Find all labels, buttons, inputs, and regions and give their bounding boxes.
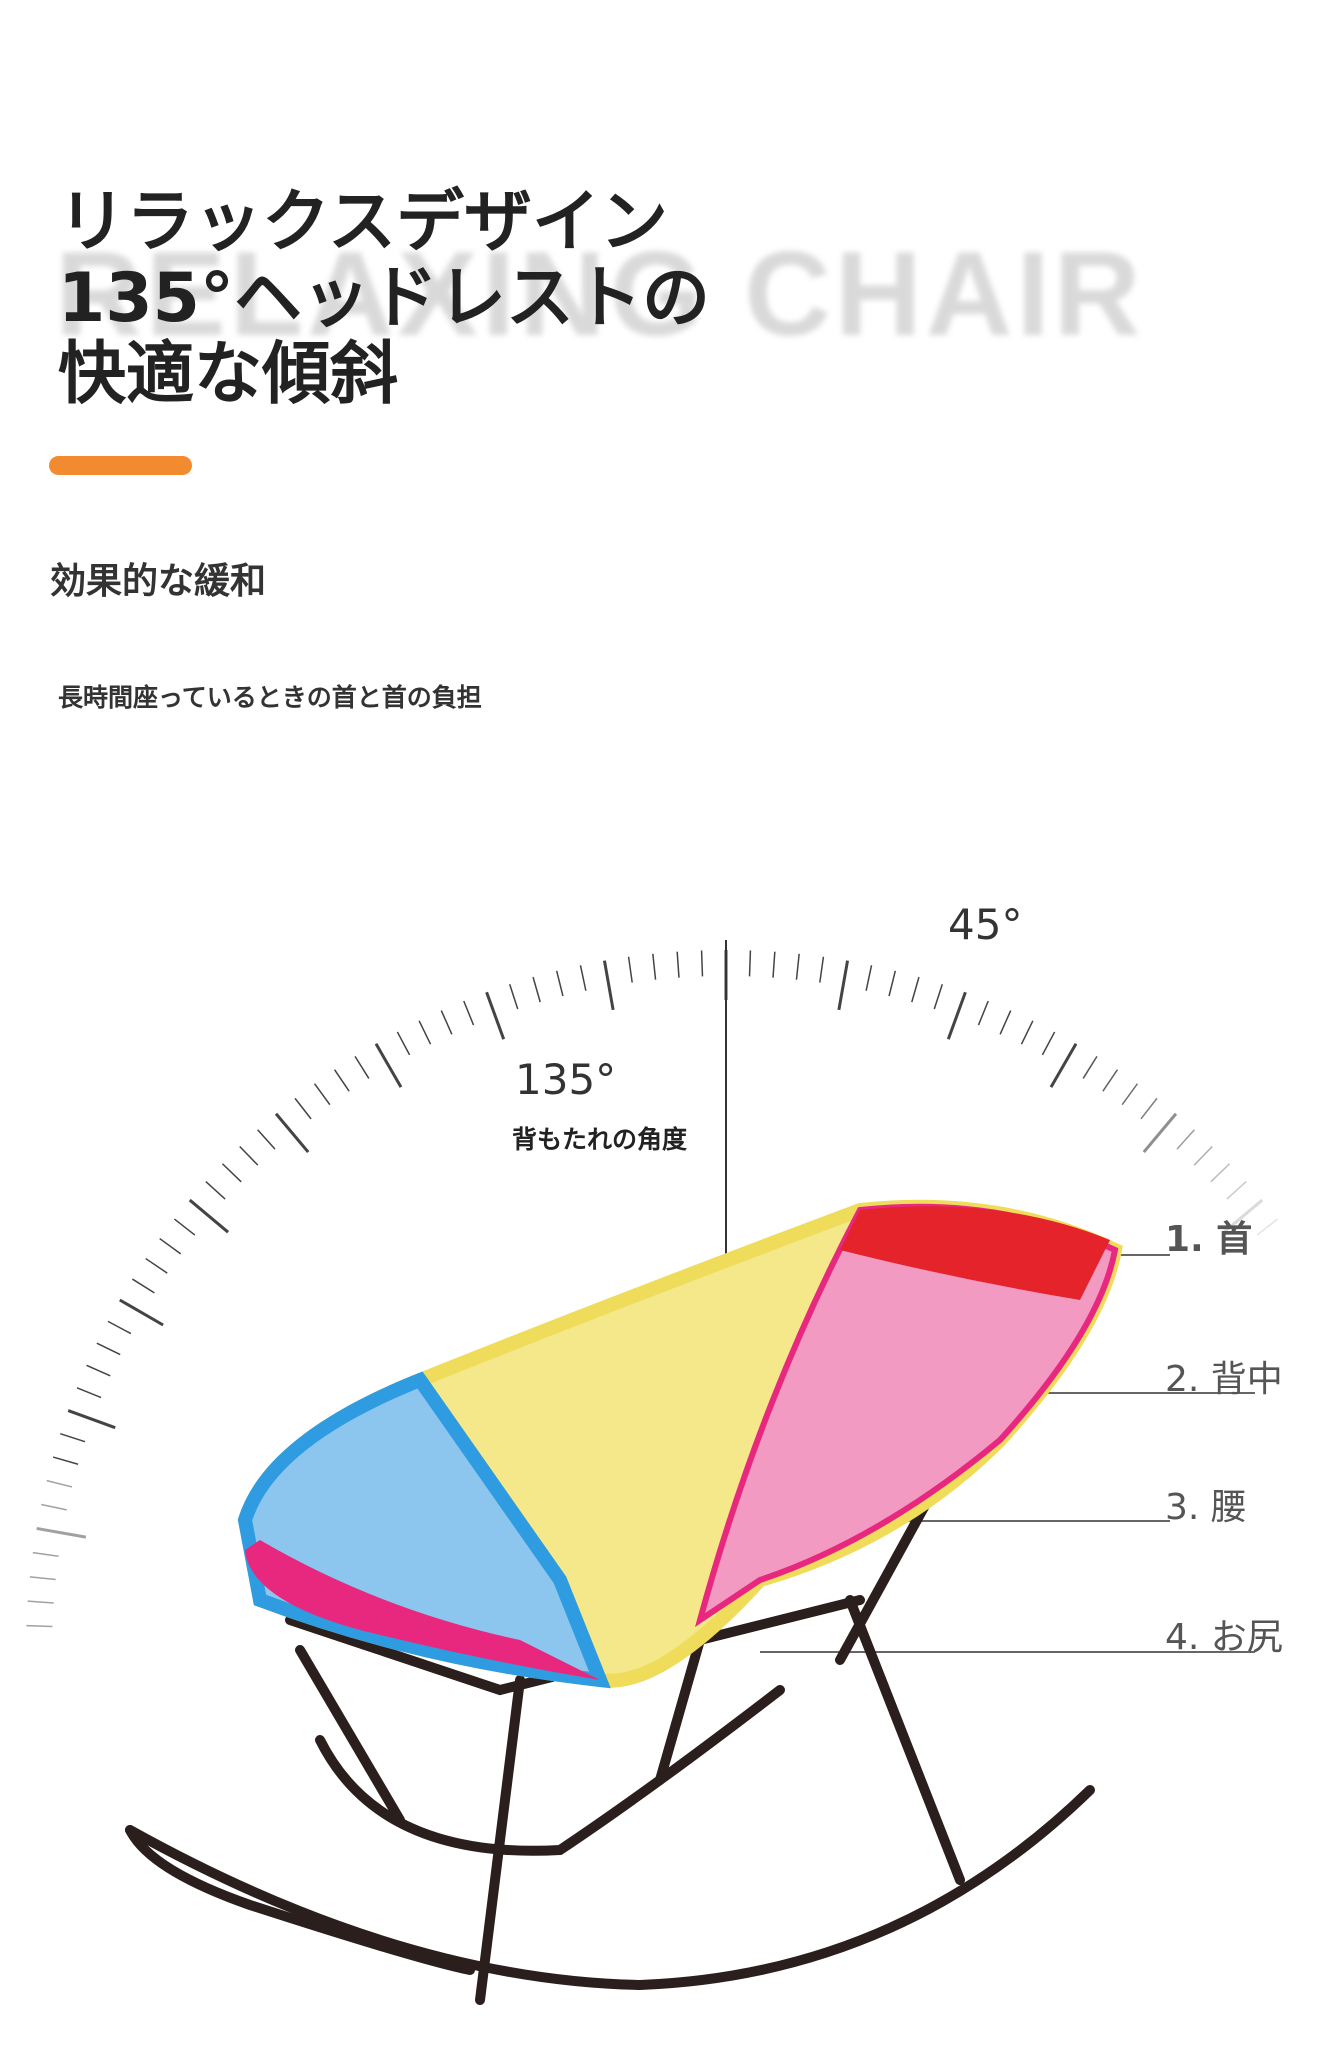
gauge-tick <box>67 1409 116 1430</box>
part-label-waist: 3. 腰 <box>1165 1487 1247 1528</box>
gauge-tick <box>946 991 967 1040</box>
gauge-tick <box>188 1198 230 1234</box>
gauge-tick <box>532 976 541 1003</box>
description: 長時間座っているときの首と首の負担 <box>58 683 482 712</box>
part-label-hips: 4. お尻 <box>1165 1617 1283 1658</box>
title-line-1: リラックスデザイン <box>58 183 668 262</box>
gauge-tick <box>46 1479 73 1488</box>
gauge-tick <box>555 970 564 997</box>
gauge-tick <box>76 1387 102 1399</box>
gauge-tick <box>96 1342 121 1356</box>
gauge-tick <box>837 960 850 1011</box>
gauge-tick <box>627 956 633 983</box>
title-line-2: 135°ヘッドレストの <box>58 259 710 338</box>
gauge-tick <box>27 1600 54 1604</box>
gauge-tick <box>1226 1181 1247 1200</box>
background-watermark-text: RELAXING CHAIR <box>55 227 1145 361</box>
gauge-tick <box>294 1097 312 1120</box>
gauge-tick <box>888 970 897 997</box>
rocking-chair-image <box>125 1199 1123 2005</box>
gauge-tick <box>26 1624 53 1628</box>
backrest-angle-caption: 背もたれの角度 <box>512 1125 688 1154</box>
gauge-tick <box>602 960 615 1011</box>
gauge-tick <box>29 1576 56 1581</box>
gauge-tick <box>119 1298 164 1327</box>
gauge-tick <box>145 1257 168 1274</box>
gauge-tick <box>1020 1020 1034 1045</box>
gauge-ticks <box>26 950 1279 1628</box>
gauge-tick <box>1140 1097 1158 1120</box>
gauge-tick <box>652 953 657 980</box>
gauge-tick <box>86 1364 111 1377</box>
gauge-tick <box>748 950 752 977</box>
gauge-tick <box>933 984 944 1010</box>
gauge-tick <box>999 1010 1012 1035</box>
gauge-tick <box>911 976 920 1003</box>
part-label-back: 2. 背中 <box>1165 1359 1283 1400</box>
gauge-tick <box>440 1010 453 1035</box>
gauge-tick <box>333 1069 350 1092</box>
gauge-tick <box>52 1456 79 1465</box>
gauge-tick <box>60 1432 86 1443</box>
gauge-tick <box>819 956 825 983</box>
gauge-tick <box>313 1083 331 1106</box>
gauge-tick <box>107 1320 132 1335</box>
gauge-tick <box>374 1043 403 1088</box>
gauge-tick <box>274 1112 310 1154</box>
gauge-tick <box>865 965 873 991</box>
title-line-3: 快適な傾斜 <box>58 335 399 414</box>
gauge-tick <box>508 984 519 1010</box>
gauge-tick <box>579 965 587 991</box>
part-label-neck: 1. 首 <box>1165 1219 1253 1260</box>
page-title: リラックスデザイン 135°ヘッドレストの 快適な傾斜 <box>58 185 710 413</box>
gauge-tick <box>1176 1129 1195 1150</box>
gauge-tick <box>354 1055 370 1079</box>
gauge-tick <box>485 991 506 1040</box>
gauge-tick <box>1222 1198 1264 1234</box>
gauge-tick <box>36 1526 87 1539</box>
gauge-tick <box>700 950 704 977</box>
accent-bar <box>49 456 192 475</box>
gauge-tick <box>1121 1083 1139 1106</box>
gauge-tick <box>977 1000 989 1026</box>
gauge-tick <box>1142 1112 1178 1154</box>
gauge-tick <box>159 1237 182 1255</box>
angle-label-45: 45° <box>948 900 1023 949</box>
gauge-tick <box>396 1031 411 1056</box>
gauge-tick <box>1210 1163 1231 1183</box>
gauge-tick <box>205 1181 226 1200</box>
gauge-tick <box>1256 1218 1279 1236</box>
gauge-tick <box>239 1145 259 1166</box>
gauge-tick <box>676 951 680 978</box>
gauge-tick <box>173 1218 196 1236</box>
angle-label-135: 135° <box>515 1055 617 1104</box>
gauge-tick <box>795 953 800 980</box>
gauge-tick <box>1193 1145 1213 1166</box>
gauge-tick <box>1041 1031 1056 1056</box>
subheading: 効果的な緩和 <box>50 561 267 602</box>
gauge-tick <box>1082 1055 1098 1079</box>
gauge-tick <box>418 1020 432 1045</box>
gauge-tick <box>131 1278 155 1294</box>
gauge-tick <box>221 1163 242 1183</box>
gauge-tick <box>772 951 776 978</box>
gauge-tick <box>41 1503 67 1511</box>
gauge-tick <box>257 1129 276 1150</box>
gauge-tick <box>1102 1069 1119 1092</box>
gauge-tick <box>1049 1043 1078 1088</box>
gauge-tick <box>32 1551 59 1557</box>
gauge-tick <box>463 1000 475 1026</box>
